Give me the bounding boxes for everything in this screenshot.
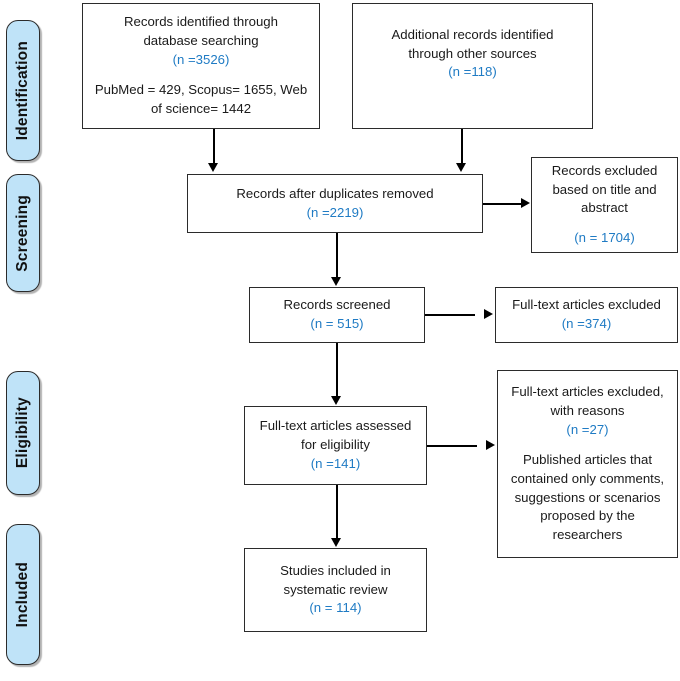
- box-line: abstract: [581, 200, 628, 216]
- box-line: Full-text articles excluded: [512, 297, 661, 313]
- box-count: (n =27): [566, 421, 609, 437]
- box-records-after-duplicates-removed: Records after duplicates removed (n =221…: [187, 174, 483, 233]
- box-line: of science= 1442: [150, 101, 252, 117]
- connector-eligibility-to-included: [336, 485, 338, 539]
- box-fulltext-articles-excluded: Full-text articles excluded (n =374): [495, 287, 678, 343]
- arrowhead-down-icon: [331, 538, 341, 547]
- box-records-screened: Records screened (n = 515): [249, 287, 425, 343]
- box-fulltext-excluded-with-reasons: Full-text articles excluded, with reason…: [497, 370, 678, 558]
- stage-label-eligibility: Eligibility: [14, 397, 31, 469]
- box-line: Studies included in: [280, 562, 391, 578]
- box-studies-included: Studies included in systematic review (n…: [244, 548, 427, 632]
- arrowhead-right-icon: [521, 198, 530, 208]
- arrowhead-right-icon: [484, 309, 493, 319]
- arrowhead-down-icon: [331, 396, 341, 405]
- arrowhead-down-icon: [208, 163, 218, 172]
- box-records-identified-database: Records identified through database sear…: [82, 3, 320, 129]
- box-line: suggestions or scenarios: [514, 489, 661, 505]
- stage-pill-included: Included: [6, 524, 40, 665]
- stage-label-included: Included: [14, 561, 31, 628]
- box-line: proposed by the: [540, 508, 635, 524]
- box-count: (n = 1704): [574, 230, 635, 246]
- connector-duplicates-to-screened: [336, 233, 338, 278]
- box-line: Published articles that: [522, 452, 653, 468]
- box-line: based on title and: [552, 181, 657, 197]
- stage-pill-eligibility: Eligibility: [6, 371, 40, 495]
- connector-screened-to-eligibility: [336, 343, 338, 397]
- connector-identification-to-duplicates: [213, 129, 215, 165]
- stage-label-identification: Identification: [14, 40, 31, 141]
- box-count: (n =118): [448, 64, 497, 80]
- connector-screened-to-fulltext-excluded: [425, 314, 475, 316]
- box-line: through other sources: [408, 45, 537, 61]
- box-line: Records identified through: [124, 14, 278, 30]
- connector-other-sources-to-duplicates: [461, 129, 463, 165]
- connector-duplicates-to-excluded: [483, 203, 523, 205]
- box-line: Full-text articles excluded,: [511, 384, 664, 400]
- box-line: researchers: [552, 527, 623, 543]
- box-line: PubMed = 429, Scopus= 1655, Web: [94, 82, 308, 98]
- box-fulltext-articles-assessed: Full-text articles assessed for eligibil…: [244, 406, 427, 485]
- box-line: Additional records identified: [391, 26, 554, 42]
- box-line: database searching: [143, 32, 259, 48]
- box-line: Records screened: [283, 297, 391, 313]
- arrowhead-down-icon: [456, 163, 466, 172]
- box-count: (n =374): [561, 316, 612, 331]
- box-count: (n =141): [310, 455, 361, 471]
- box-line: systematic review: [283, 581, 388, 597]
- box-line: for eligibility: [301, 437, 370, 453]
- box-count: (n =3526): [172, 51, 230, 67]
- box-count: (n = 515): [310, 316, 364, 331]
- connector-eligibility-to-reasons: [427, 445, 477, 447]
- box-line: Records excluded: [551, 163, 658, 178]
- arrowhead-right-icon: [486, 440, 495, 450]
- stage-pill-identification: Identification: [6, 20, 40, 161]
- box-line: Records after duplicates removed: [236, 185, 434, 201]
- box-line: Full-text articles assessed: [259, 418, 412, 434]
- box-records-excluded-title-abstract: Records excluded based on title and abst…: [531, 157, 678, 253]
- box-line: with reasons: [550, 402, 625, 418]
- arrowhead-down-icon: [331, 277, 341, 286]
- box-count: (n =2219): [306, 204, 364, 220]
- box-line: contained only comments,: [510, 471, 665, 486]
- stage-label-screening: Screening: [14, 194, 31, 272]
- box-count: (n = 114): [309, 600, 362, 616]
- stage-pill-screening: Screening: [6, 174, 40, 292]
- box-additional-records-other-sources: Additional records identified through ot…: [352, 3, 593, 129]
